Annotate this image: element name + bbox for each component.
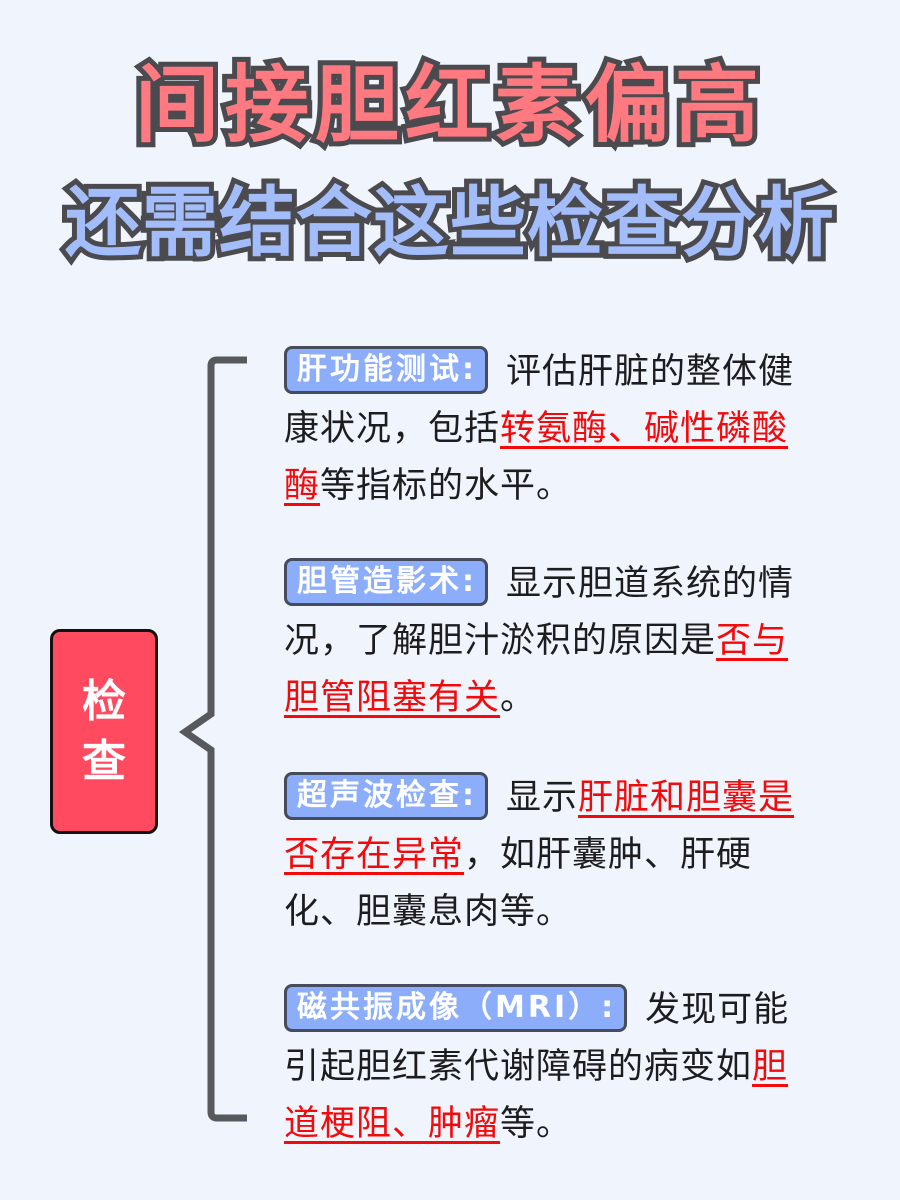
exam-highlight: 胆道梗阻、肿瘤 xyxy=(284,1047,789,1144)
exam-text: 等。 xyxy=(500,1104,573,1144)
title-line-2: 还需结合这些检查分析 xyxy=(60,173,839,272)
exam-item-liver-function: 肝功能测试:评估肝脏的整体健康状况，包括转氨酶、碱性磷酸酶等指标的水平。 xyxy=(284,344,814,515)
exam-label: 胆管造影术: xyxy=(284,558,488,606)
exam-highlight: 否与胆管阻塞有关 xyxy=(284,621,789,718)
exam-text: 评估肝脏的整体健康状况，包括 xyxy=(284,352,795,449)
title-line-1: 间接胆红素偏高 xyxy=(130,51,765,159)
exam-item-mri: 磁共振成像（MRI）:发现可能引起胆红素代谢障碍的病变如胆道梗阻、肿瘤等。 xyxy=(284,982,814,1153)
exam-highlight: 转氨酶、碱性磷酸酶 xyxy=(284,409,789,506)
exam-highlight: 肝脏和胆囊是否存在异常 xyxy=(284,778,795,875)
exam-text: 显示胆道系统的情况，了解胆汁淤积的原因是 xyxy=(284,564,795,661)
category-box-examination: 检 查 xyxy=(50,629,158,834)
exam-item-cholangiography: 胆管造影术:显示胆道系统的情况，了解胆汁淤积的原因是否与胆管阻塞有关。 xyxy=(284,556,814,727)
exam-text: 发现可能引起胆红素代谢障碍的病变如 xyxy=(284,990,790,1087)
category-char-2: 查 xyxy=(82,735,126,787)
curly-brace-icon xyxy=(178,356,247,1122)
exam-text: 。 xyxy=(500,678,537,718)
exam-label: 磁共振成像（MRI）: xyxy=(284,984,628,1032)
exam-item-ultrasound: 超声波检查: 显示肝脏和胆囊是否存在异常，如肝囊肿、肝硬化、胆囊息肉等。 xyxy=(284,770,814,941)
exam-text: 等指标的水平。 xyxy=(320,466,573,506)
exam-text: 显示 xyxy=(506,778,579,818)
exam-label: 肝功能测试: xyxy=(284,346,488,394)
category-char-1: 检 xyxy=(82,675,126,727)
exam-text: ，如肝囊肿、肝硬化、胆囊息肉等。 xyxy=(284,835,753,932)
exam-label: 超声波检查: xyxy=(284,772,488,820)
